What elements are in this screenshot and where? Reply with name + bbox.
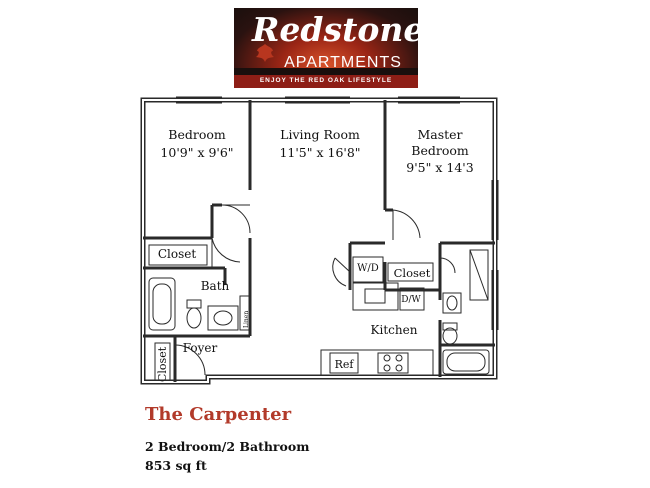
logo-brand: Redstone	[252, 10, 418, 49]
closet-master-label: Closet	[394, 266, 431, 280]
logo-tagline: ENJOY THE RED OAK LIFESTYLE	[259, 77, 393, 84]
logo-band	[234, 75, 418, 88]
plan-square-footage: 853 sq ft	[145, 458, 207, 473]
bedroom-dims: 10'9" x 9'6"	[160, 145, 233, 160]
bath-label: Bath	[201, 279, 230, 293]
refrigerator-box	[329, 352, 359, 374]
dishwasher-label: D/W	[401, 295, 421, 305]
windows	[176, 96, 499, 330]
closet-left-label: Closet	[158, 247, 197, 261]
closet-foyer-label: Closet	[156, 346, 169, 382]
master-label-line2: Bedroom	[411, 143, 469, 158]
plan-room-count: 2 Bedroom/2 Bathroom	[145, 439, 310, 454]
master-dims: 9'5" x 14'3	[406, 160, 473, 175]
bedroom-label: Bedroom	[168, 127, 226, 142]
bath-fixtures-master	[442, 249, 490, 375]
living-room-dims: 11'5" x 16'8"	[279, 145, 360, 160]
exterior-walls	[140, 97, 498, 385]
plan-title: The Carpenter	[145, 404, 292, 425]
living-room-label: Living Room	[280, 127, 360, 142]
foyer-label: Foyer	[183, 341, 218, 355]
interior-walls	[143, 100, 495, 382]
closet-left-box	[148, 244, 208, 266]
oak-leaf-icon	[256, 44, 274, 62]
refrigerator-label: Ref	[335, 358, 355, 371]
kitchen-label: Kitchen	[371, 323, 418, 337]
washer-dryer-label: W/D	[357, 263, 379, 274]
redstone-logo: Redstone APARTMENTS ENJOY THE RED OAK LI…	[234, 8, 418, 88]
bath-fixtures-left	[148, 277, 251, 331]
master-label-line1: Master	[417, 127, 462, 142]
linen-label: Linen	[243, 311, 250, 328]
logo-subtitle: APARTMENTS	[284, 54, 402, 71]
dishwasher-box	[399, 287, 425, 311]
kitchen-fixtures	[320, 282, 434, 376]
master-closet-box	[387, 262, 434, 282]
foyer-closet-box	[154, 342, 171, 381]
door-swings	[174, 204, 456, 376]
washer-dryer-box	[352, 256, 384, 283]
